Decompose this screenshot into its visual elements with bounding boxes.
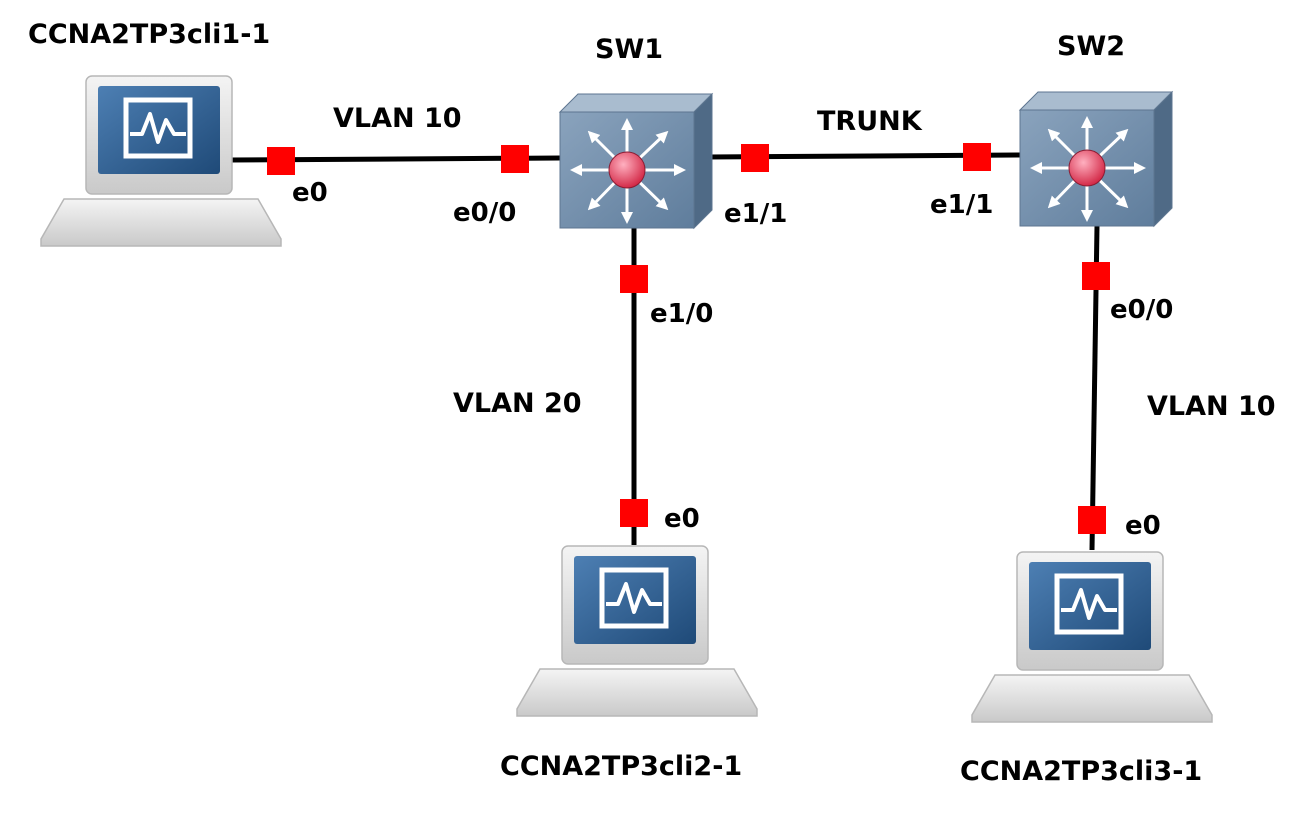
link-label-sw2-cli3: VLAN 10 — [1147, 391, 1276, 422]
device-label-cli2: CCNA2TP3cli2-1 — [500, 751, 742, 782]
pc-cli2[interactable] — [517, 546, 757, 716]
port-marker-sw2-e1-1[interactable] — [963, 143, 991, 171]
port-label-sw2-e1-1: e1/1 — [930, 190, 993, 220]
switch-icon — [1020, 92, 1172, 226]
device-label-sw2: SW2 — [1057, 31, 1125, 62]
port-marker-sw1-e0-0[interactable] — [501, 145, 529, 173]
port-label-cli1-e0: e0 — [292, 178, 328, 208]
port-label-cli2-e0: e0 — [664, 504, 700, 534]
link-label-cli1-sw1: VLAN 10 — [333, 103, 462, 134]
link-label-sw1-sw2: TRUNK — [817, 106, 923, 137]
pc-icon — [972, 552, 1212, 722]
port-label-sw1-e1-1: e1/1 — [724, 199, 787, 229]
switch-sw2[interactable] — [1020, 92, 1172, 226]
port-marker-sw2-e0-0[interactable] — [1082, 262, 1110, 290]
link-label-sw1-cli2: VLAN 20 — [453, 388, 582, 419]
port-label-sw2-e0-0: e0/0 — [1110, 295, 1173, 325]
pc-icon — [517, 546, 757, 716]
port-marker-sw1-e1-1[interactable] — [741, 144, 769, 172]
port-label-sw1-e1-0: e1/0 — [650, 299, 713, 329]
device-label-sw1: SW1 — [595, 34, 663, 65]
port-marker-sw1-e1-0[interactable] — [620, 265, 648, 293]
port-label-sw1-e0-0: e0/0 — [453, 198, 516, 228]
switch-icon — [560, 94, 712, 228]
port-marker-cli2-e0[interactable] — [620, 499, 648, 527]
device-label-cli1: CCNA2TP3cli1-1 — [28, 19, 270, 50]
port-label-cli3-e0: e0 — [1125, 511, 1161, 541]
device-label-cli3: CCNA2TP3cli3-1 — [960, 756, 1202, 787]
port-marker-cli1-e0[interactable] — [267, 147, 295, 175]
switch-sw1[interactable] — [560, 94, 712, 228]
port-marker-cli3-e0[interactable] — [1078, 506, 1106, 534]
pc-cli3[interactable] — [972, 552, 1212, 722]
